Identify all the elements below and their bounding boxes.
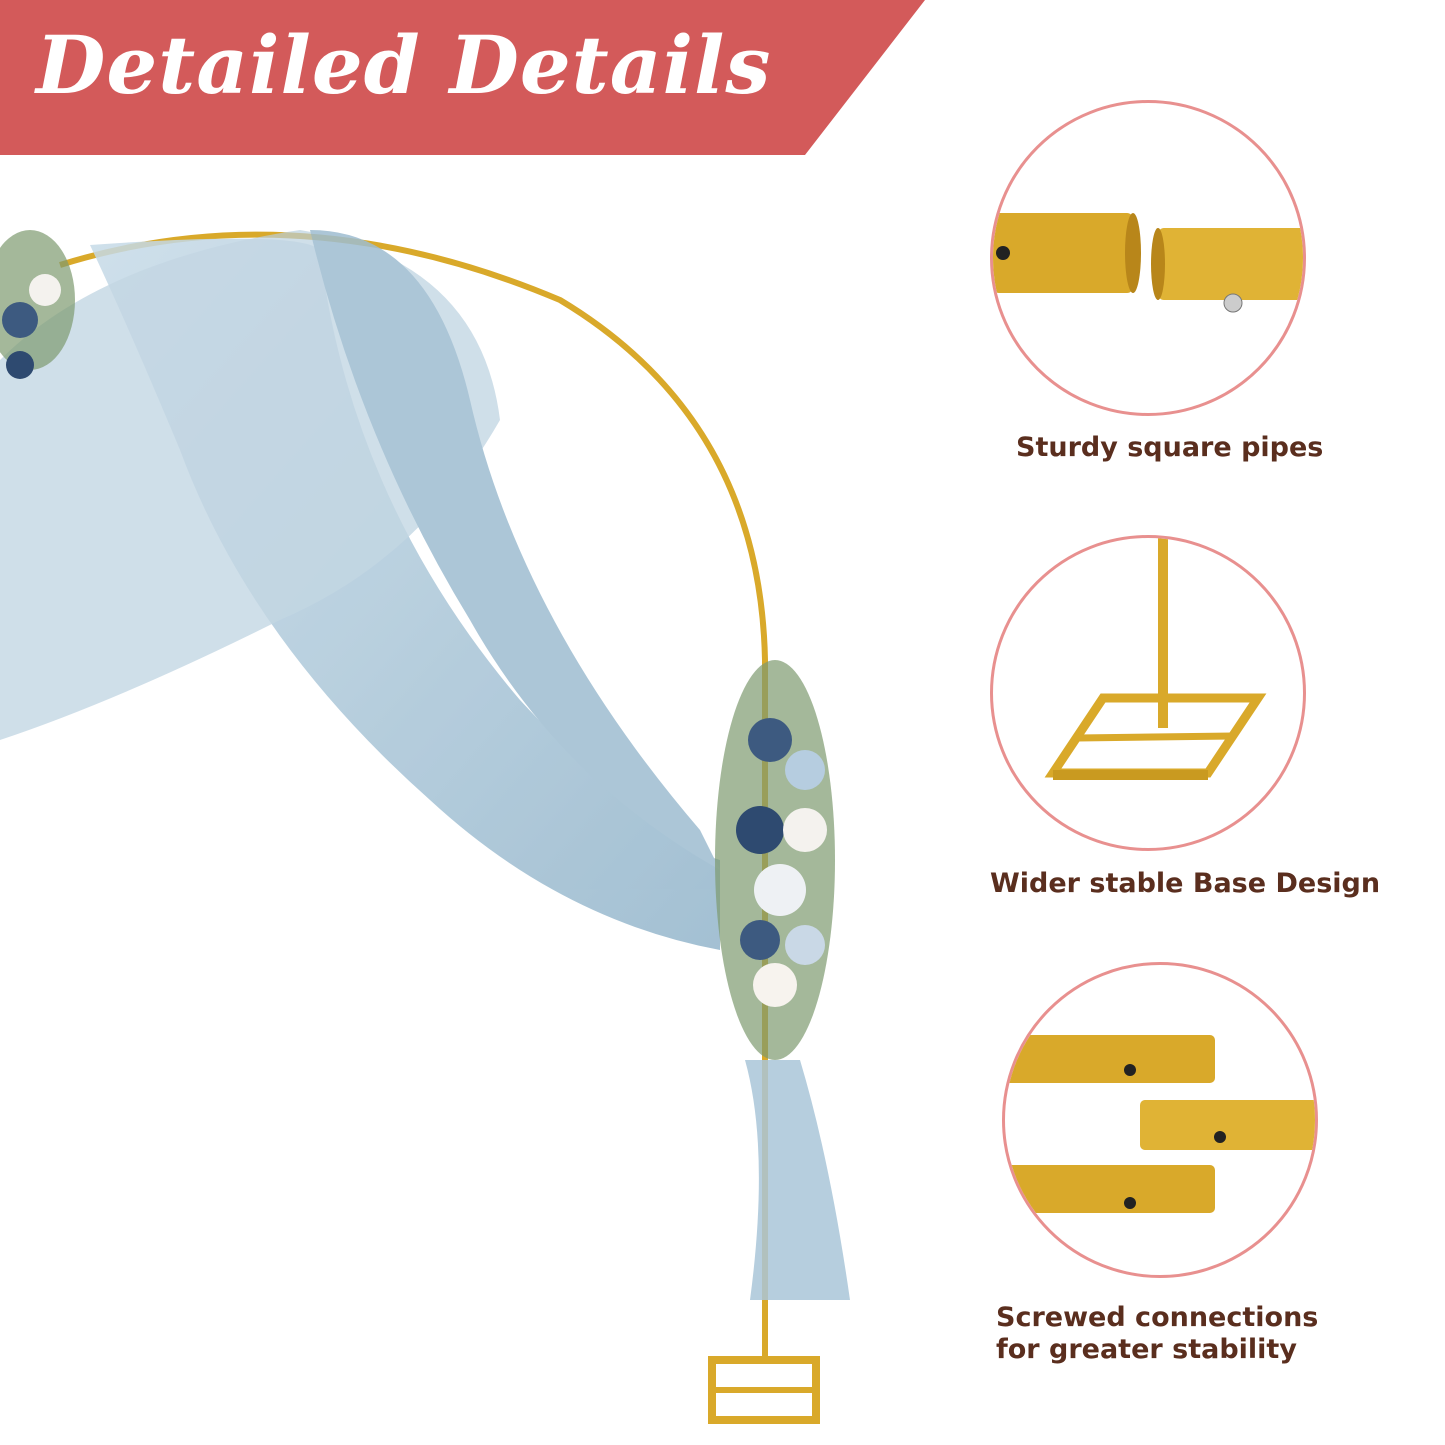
caption-base: Wider stable Base Design	[990, 868, 1381, 899]
pipe-joint-icon	[993, 213, 1303, 313]
title-banner	[0, 0, 925, 155]
gold-ring-arch	[59, 231, 768, 1360]
flower-arrangement	[0, 230, 835, 1060]
stand-base-icon	[1044, 538, 1267, 780]
detail-circle-base	[990, 535, 1306, 851]
arch-product-photo	[0, 230, 850, 1424]
arch-base	[708, 1356, 820, 1424]
detail-circle-pipe-joint	[990, 100, 1306, 416]
pipes-with-holes-icon	[1005, 1035, 1315, 1213]
caption-pipes: Sturdy square pipes	[1016, 432, 1324, 463]
blue-drape	[0, 230, 850, 1300]
page-title: Detailed Details	[36, 18, 772, 112]
detail-circle-connections	[1002, 962, 1318, 1278]
caption-connections: Screwed connections for greater stabilit…	[996, 1302, 1319, 1365]
